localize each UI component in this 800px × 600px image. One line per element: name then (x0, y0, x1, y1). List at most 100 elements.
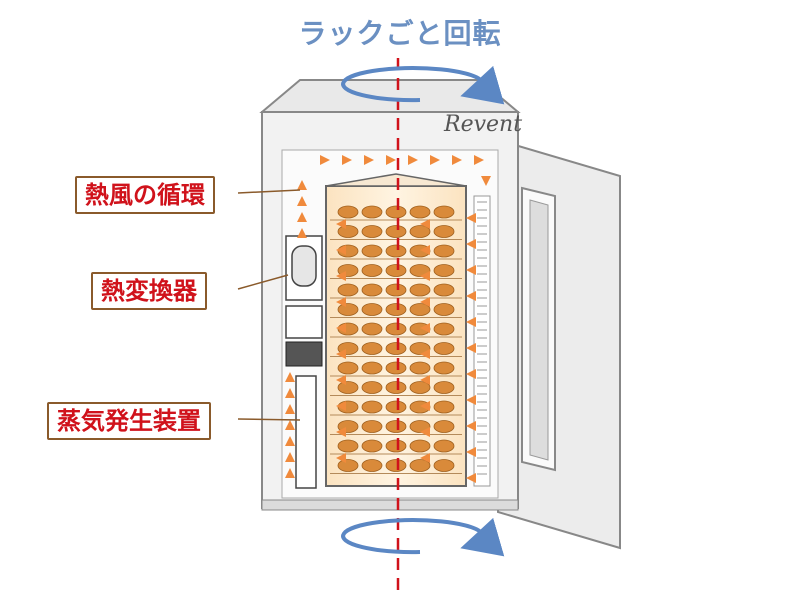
heat-arrow-icon (297, 196, 307, 206)
heat-arrow-icon (420, 297, 430, 307)
label-hot-air-circulation: 熱風の循環 (75, 176, 215, 214)
heat-arrow-icon (336, 349, 346, 359)
heat-arrow-icon (336, 401, 346, 411)
heat-arrow-icon (420, 401, 430, 411)
bread-roll-icon (361, 420, 383, 433)
heat-arrow-icon (297, 212, 307, 222)
bread-roll-icon (385, 322, 407, 336)
steam-generator (295, 375, 317, 489)
heat-arrow-icon (481, 176, 491, 186)
bread-roll-icon (385, 381, 407, 394)
bread-roll-icon (361, 283, 383, 297)
heat-arrow-icon (420, 375, 430, 385)
heat-arrow-icon (420, 349, 430, 359)
heat-arrow-icon (285, 452, 295, 462)
heat-arrow-icon (466, 291, 476, 301)
bread-roll-icon (433, 283, 455, 297)
heat-arrow-icon (466, 317, 476, 327)
bread-roll-icon (433, 459, 455, 472)
bread-roll-icon (433, 342, 455, 355)
callout-leaders (237, 189, 301, 421)
heat-arrow-icon (408, 155, 418, 165)
bread-roll-icon (409, 205, 431, 219)
heat-arrow-icon (466, 369, 476, 379)
bread-roll-icon (385, 400, 407, 414)
bread-roll-icon (409, 225, 431, 238)
air-vent-wall (473, 195, 491, 487)
bread-roll-icon (361, 244, 383, 258)
heat-arrow-icon (336, 219, 346, 229)
bread-roll-icon (433, 381, 455, 394)
heat-exchanger-unit (285, 235, 323, 367)
bread-roll-icon (337, 205, 359, 219)
bread-roll-icon (409, 303, 431, 316)
heat-arrow-icon (297, 180, 307, 190)
bread-roll-icon (337, 361, 359, 375)
brand-logo-text: Revent (444, 112, 523, 137)
bread-roll-icon (433, 361, 455, 375)
bread-roll-icon (337, 439, 359, 453)
heat-arrow-icon (285, 404, 295, 414)
heat-arrow-icon (336, 323, 346, 333)
heat-arrow-icon (285, 420, 295, 430)
bread-rolls (337, 205, 455, 472)
bread-roll-icon (337, 283, 359, 297)
heat-arrow-icon (474, 155, 484, 165)
heat-arrow-icon (420, 427, 430, 437)
bread-roll-icon (361, 342, 383, 355)
rotation-arrow-icon-top (341, 65, 505, 105)
bread-roll-icon (409, 381, 431, 394)
heat-arrow-icon (452, 155, 462, 165)
bread-roll-icon (433, 225, 455, 238)
label-steam-generator: 蒸気発生装置 (47, 402, 211, 440)
bread-roll-icon (361, 264, 383, 277)
bread-roll-icon (385, 303, 407, 316)
bread-roll-icon (433, 420, 455, 433)
bread-roll-icon (409, 459, 431, 472)
bread-roll-icon (433, 205, 455, 219)
heat-arrow-icon (420, 453, 430, 463)
heat-arrow-icon (430, 155, 440, 165)
bread-roll-icon (337, 303, 359, 316)
hot-air-arrows (285, 155, 491, 483)
heat-arrow-icon (285, 372, 295, 382)
bread-roll-icon (337, 459, 359, 472)
bread-roll-icon (385, 244, 407, 258)
oven-door (497, 138, 621, 550)
bread-roll-icon (433, 400, 455, 414)
heat-arrow-icon (420, 219, 430, 229)
bread-roll-icon (433, 439, 455, 453)
heat-arrow-icon (285, 388, 295, 398)
bread-roll-icon (361, 459, 383, 472)
bread-roll-icon (385, 459, 407, 472)
heat-arrow-icon (285, 436, 295, 446)
heat-arrow-icon (336, 453, 346, 463)
heat-arrow-icon (285, 468, 295, 478)
bread-roll-icon (385, 420, 407, 433)
bread-roll-icon (385, 439, 407, 453)
heat-arrow-icon (420, 271, 430, 281)
bread-roll-icon (361, 303, 383, 316)
bread-roll-icon (361, 439, 383, 453)
heat-arrow-icon (466, 213, 476, 223)
bread-roll-icon (361, 381, 383, 394)
heat-arrow-icon (466, 447, 476, 457)
bread-roll-icon (433, 303, 455, 316)
bread-roll-icon (337, 381, 359, 394)
heat-arrow-icon (466, 239, 476, 249)
heat-arrow-icon (297, 228, 307, 238)
bread-roll-icon (385, 205, 407, 219)
heat-arrow-icon (466, 395, 476, 405)
bread-roll-icon (433, 322, 455, 336)
heat-arrow-icon (386, 155, 396, 165)
rack-shelves (330, 219, 462, 474)
bread-roll-icon (433, 264, 455, 277)
bread-roll-icon (361, 361, 383, 375)
heat-arrow-icon (320, 155, 330, 165)
bread-roll-icon (409, 361, 431, 375)
label-heat-exchanger: 熱変換器 (91, 272, 207, 310)
bread-roll-icon (361, 400, 383, 414)
heat-arrow-icon (364, 155, 374, 165)
bread-roll-icon (385, 361, 407, 375)
heat-arrow-icon (342, 155, 352, 165)
